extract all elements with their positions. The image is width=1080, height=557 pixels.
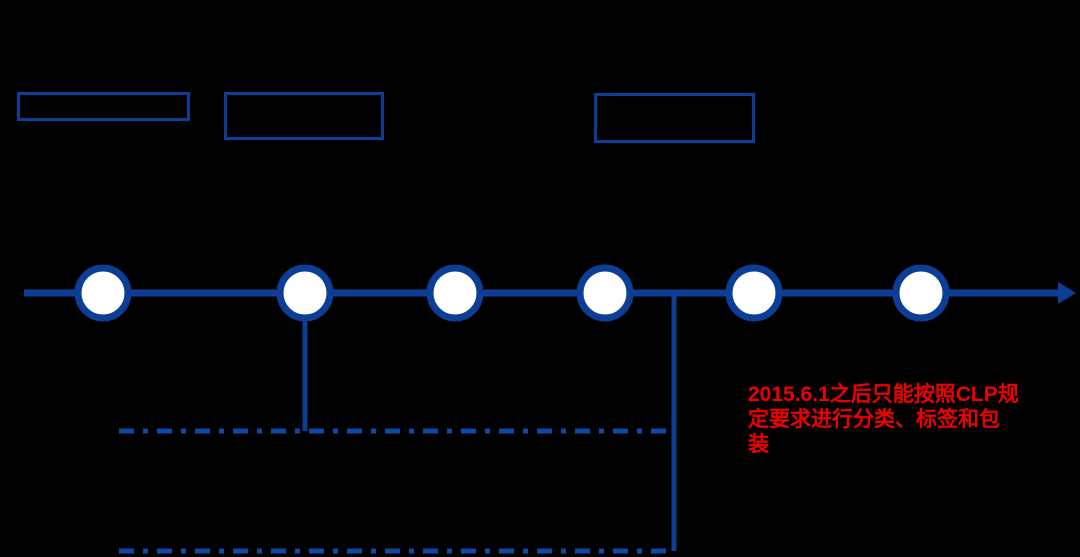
annotation-text: 2015.6.1之后只能按照CLP规 定要求进行分类、标签和包 装 [748,383,1019,456]
milestone-circle-3 [426,264,484,322]
label-box-2 [224,92,384,140]
milestone-circle-1 [74,264,132,322]
timeline-arrow-head-icon [1058,282,1076,304]
milestone-circle-6 [892,264,950,322]
milestone-circle-2 [276,264,334,322]
label-box-1 [17,92,190,121]
milestone-circle-5 [725,264,783,322]
milestone-circle-4 [576,264,634,322]
label-box-3 [594,93,755,143]
